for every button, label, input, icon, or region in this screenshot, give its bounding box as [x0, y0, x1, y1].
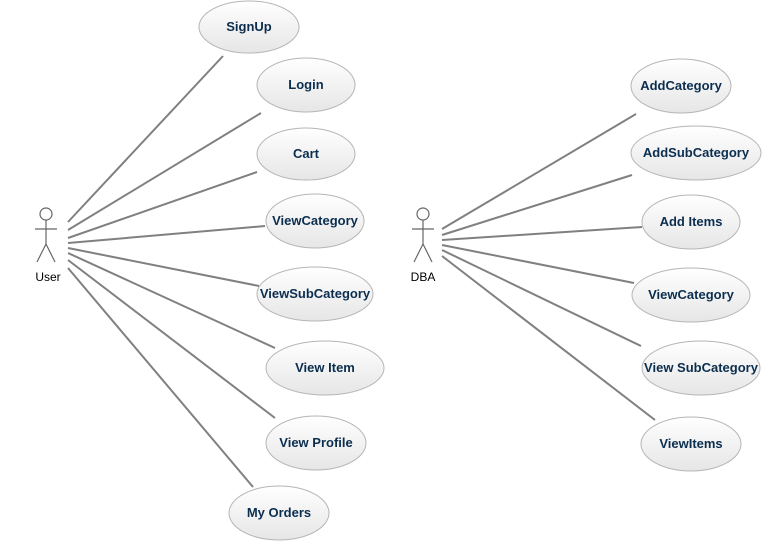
association-line: [67, 252, 276, 349]
actor-label-dba: DBA: [411, 270, 436, 284]
use-case-label: My Orders: [247, 505, 311, 520]
use-case-addcategory[interactable]: AddCategory: [630, 58, 732, 114]
use-case-label: AddCategory: [640, 78, 722, 93]
association-line: [441, 113, 637, 230]
use-case-label: Cart: [293, 146, 320, 161]
use-case-signup[interactable]: SignUp: [198, 0, 300, 54]
stick-figure-icon: [412, 207, 434, 263]
use-case-label: View Item: [295, 360, 355, 375]
association-line: [441, 174, 633, 236]
association-line: [67, 247, 260, 287]
actor-user[interactable]: User: [35, 207, 61, 284]
use-case-ellipse: [256, 127, 356, 181]
use-case-ellipse: [630, 58, 732, 114]
use-case-my-orders[interactable]: My Orders: [228, 485, 330, 541]
association-line: [67, 112, 262, 231]
use-case-ellipse: [641, 194, 741, 250]
association-line: [67, 267, 254, 488]
use-case-label: ViewSubCategory: [260, 286, 371, 301]
actor-label-user: User: [35, 270, 60, 284]
use-case-view-profile[interactable]: View Profile: [265, 415, 367, 471]
association-line: [441, 244, 635, 284]
use-case-label: ViewCategory: [648, 287, 735, 302]
use-case-viewsubcategory-user[interactable]: ViewSubCategory: [256, 266, 374, 322]
use-case-ellipse: [641, 340, 761, 396]
use-case-ellipse: [198, 0, 300, 54]
use-case-ellipse: [630, 125, 762, 181]
association-line: [67, 259, 276, 419]
use-case-view-subcategory-dba[interactable]: View SubCategory: [641, 340, 761, 396]
use-case-login[interactable]: Login: [256, 57, 356, 113]
use-case-label: View Profile: [279, 435, 352, 450]
use-case-label: ViewCategory: [272, 213, 359, 228]
association-line: [441, 226, 643, 241]
use-case-view-item[interactable]: View Item: [265, 340, 385, 396]
use-case-ellipse: [631, 267, 751, 323]
use-case-viewcategory-user[interactable]: ViewCategory: [265, 193, 365, 249]
use-case-ellipse: [640, 416, 742, 472]
use-case-label: Login: [288, 77, 323, 92]
association-line: [441, 255, 656, 421]
association-lines: [67, 55, 656, 488]
use-case-ellipse: [256, 57, 356, 113]
use-case-label: AddSubCategory: [643, 145, 750, 160]
use-case-ellipse: [265, 193, 365, 249]
use-case-addsubcategory[interactable]: AddSubCategory: [630, 125, 762, 181]
use-case-viewcategory-dba[interactable]: ViewCategory: [631, 267, 751, 323]
use-case-viewitems[interactable]: ViewItems: [640, 416, 742, 472]
association-line: [67, 171, 258, 239]
use-case-ellipse: [228, 485, 330, 541]
association-line: [67, 55, 224, 223]
use-case-cart[interactable]: Cart: [256, 127, 356, 181]
association-line: [67, 225, 266, 244]
use-case-ellipse: [265, 340, 385, 396]
use-case-label: ViewItems: [659, 436, 722, 451]
use-case-label: View SubCategory: [644, 360, 759, 375]
association-line: [441, 249, 642, 347]
stick-figure-icon: [35, 207, 57, 263]
use-case-ellipse: [256, 266, 374, 322]
actor-dba[interactable]: DBA: [411, 207, 436, 284]
use-case-add-items[interactable]: Add Items: [641, 194, 741, 250]
use-case-label: SignUp: [226, 19, 272, 34]
use-case-ellipse: [265, 415, 367, 471]
use-case-label: Add Items: [660, 214, 723, 229]
